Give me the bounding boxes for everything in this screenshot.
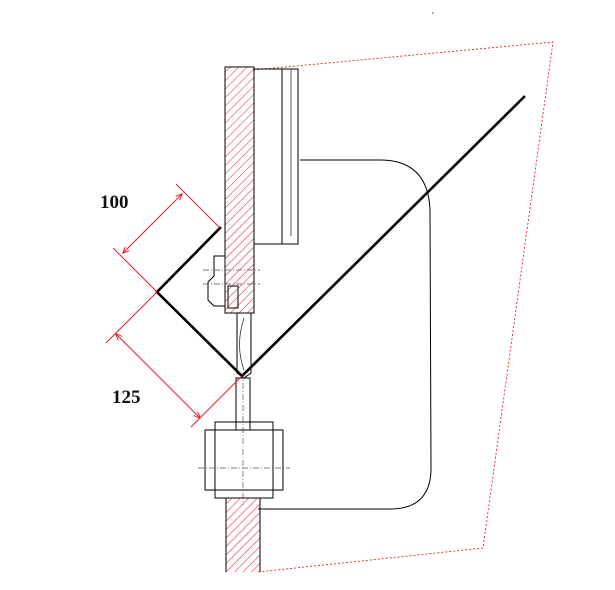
lower-bed-hatched	[225, 498, 261, 572]
machine-frame-outline	[252, 41, 554, 573]
dimension-label-125: 125	[112, 387, 141, 408]
clamp-nose	[203, 255, 260, 309]
punch-clamp	[254, 68, 299, 245]
stray-dot	[432, 12, 434, 14]
dimension-label-100: 100	[100, 192, 129, 213]
frame-throat-outline	[258, 159, 432, 510]
sheet-metal-workpiece	[155, 95, 526, 378]
lower-die-shank	[235, 372, 251, 505]
dimension-100	[112, 183, 221, 293]
lower-die-block	[198, 421, 290, 499]
dimension-125	[105, 291, 243, 428]
upper-punch-hatched	[224, 66, 255, 314]
